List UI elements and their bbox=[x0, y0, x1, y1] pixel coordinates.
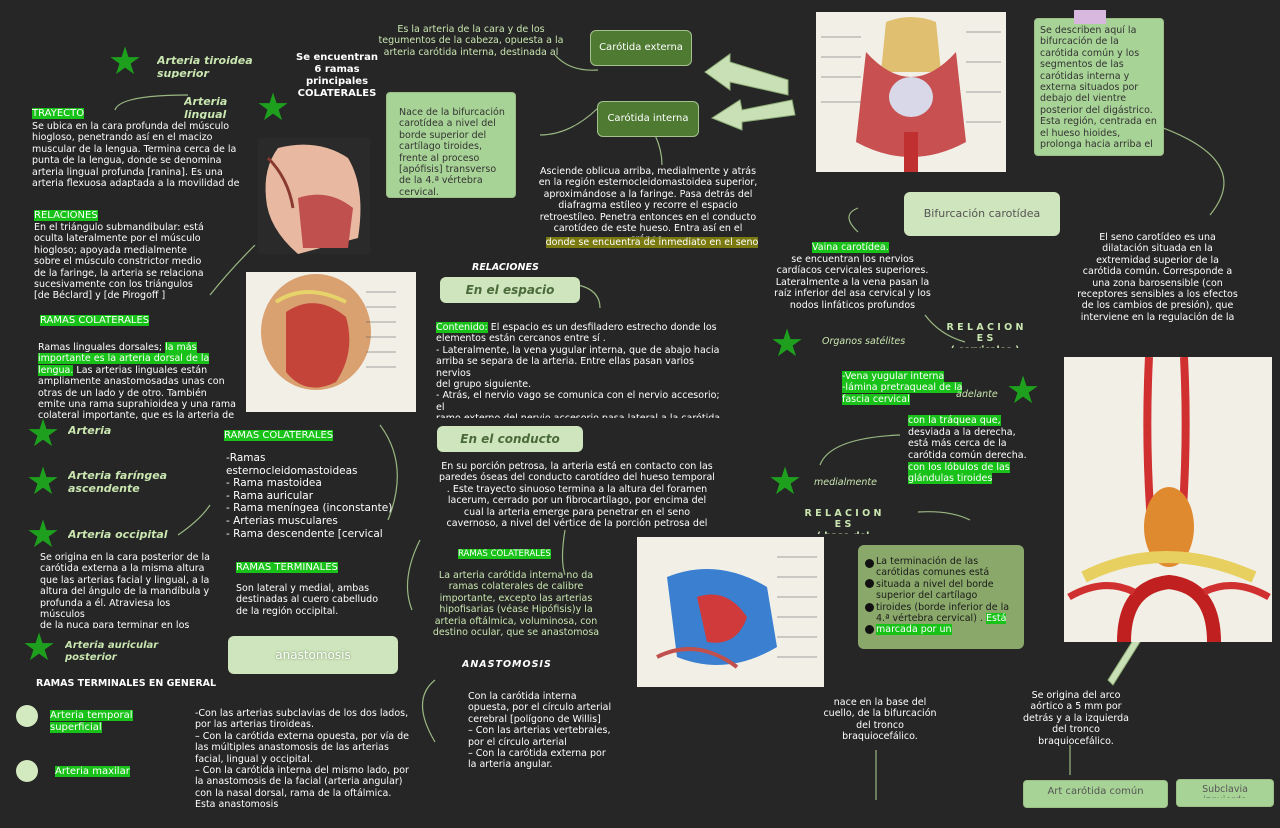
ramas-terminales-general: RAMAS TERMINALES EN GENERAL bbox=[36, 678, 217, 689]
relaciones-center: RELACIONES bbox=[472, 262, 539, 273]
nace-base-text: nace en la base del cuello, de la bifurc… bbox=[823, 697, 937, 743]
adelante-label: adelante bbox=[956, 389, 998, 400]
se-encuentran-text: Se encuentran 6 ramas principales COLATE… bbox=[296, 52, 378, 96]
arteria-faringea-label: Arteria faríngea ascendente bbox=[68, 469, 168, 496]
neck-arteries-image bbox=[816, 12, 1006, 172]
bullet-dot bbox=[865, 603, 874, 612]
vaina-text: se encuentran los nervios cardíacos cerv… bbox=[774, 254, 931, 311]
arteria-lingual-label: Arteria lingual bbox=[184, 95, 228, 119]
asciende-text: Asciende oblicua arriba, medialmente y a… bbox=[538, 166, 758, 238]
vaina-label: Vaina carotídea. bbox=[812, 242, 889, 253]
espacio-text: Contenido: El espacio es un desfiladero … bbox=[436, 322, 720, 418]
star-icon: ★ bbox=[22, 625, 57, 669]
arteria-maxilar-label: Arteria maxilar bbox=[55, 766, 130, 777]
bullet-dot bbox=[865, 559, 874, 568]
bullet-dot bbox=[865, 579, 874, 588]
arteria-occipital-label: Arteria occipital bbox=[68, 528, 168, 541]
nace-box: Nace de la bifurcación carotídea a nivel… bbox=[386, 92, 516, 198]
ramas-terminales-label: RAMAS TERMINALES bbox=[236, 562, 338, 573]
trayecto-text: Se ubica en la cara profunda del músculo… bbox=[32, 121, 240, 187]
occipital-text: Se origina en la cara posterior de la ca… bbox=[40, 552, 210, 628]
occipital-ramas-col-label: RAMAS COLATERALES bbox=[224, 430, 334, 441]
trayecto-label: TRAYECTO bbox=[32, 108, 85, 119]
ramas-col-center-text: La arteria carótida interna no da ramas … bbox=[432, 570, 600, 638]
arteria-label: Arteria bbox=[68, 424, 112, 437]
bullet-dot bbox=[865, 625, 874, 634]
medial-highlight-2: con los lóbulos de las glándulas tiroide… bbox=[908, 462, 1010, 485]
arteria-auricular-label: Arteria auricular posterior bbox=[65, 640, 159, 663]
subclavia-pill: Subclavia izquierda bbox=[1176, 779, 1274, 807]
cara-text: Es la arteria de la cara y de los tegume… bbox=[378, 24, 564, 58]
ramas-lingual-text: Ramas linguales dorsales; la más importa… bbox=[38, 342, 236, 422]
star-icon: ★ bbox=[26, 512, 61, 556]
star-icon: ★ bbox=[26, 411, 61, 455]
star-icon: ★ bbox=[768, 459, 803, 503]
star-icon: ★ bbox=[1006, 368, 1041, 412]
carotida-externa-pill: Carótida externa bbox=[590, 30, 692, 66]
occipital-ramas-list: -Ramas esternocleidomastoideas - Rama ma… bbox=[226, 452, 393, 540]
terminacion-text: La terminación de las carótidas comunes … bbox=[876, 556, 1010, 636]
relaciones-cervicales: R E L A C I O N E S ( cervicales ) bbox=[946, 322, 1024, 348]
star-icon: ★ bbox=[256, 85, 291, 129]
face-muscles-image bbox=[246, 272, 416, 412]
arteria-tiroidea-label: Arteria tiroidea superior bbox=[157, 54, 253, 78]
anastomosis-center-label: ANASTOMOSIS bbox=[462, 659, 552, 670]
se-describen-box: Se describen aquí la bifurcación de la c… bbox=[1034, 18, 1164, 156]
bullet-dot bbox=[16, 760, 38, 782]
anastomosis-left-text: -Con las arterias subclavias de los dos … bbox=[195, 708, 409, 811]
seno-text: El seno carotídeo es una dilatación situ… bbox=[1077, 232, 1238, 323]
anastomosis-pill: anastomosis bbox=[228, 636, 398, 674]
star-icon: ★ bbox=[108, 39, 143, 83]
arteria-temporal-label: Arteria temporal superficial bbox=[50, 710, 133, 733]
star-icon: ★ bbox=[770, 321, 805, 365]
vena-yugular-text: -Vena yugular interna -lámina pretraquea… bbox=[842, 371, 963, 405]
ramas-colaterales-label: RAMAS COLATERALES bbox=[40, 315, 150, 326]
se-origina-text: Se origina del arco aórtico a 5 mm por d… bbox=[1022, 690, 1129, 746]
anastomosis-center-text: Con la carótida interna opuesta, por el … bbox=[468, 691, 612, 771]
ramas-col-center-label: RAMAS COLATERALES bbox=[458, 549, 551, 559]
ramas-terminales-text: Son lateral y medial, ambas destinadas a… bbox=[236, 583, 379, 617]
relaciones-base-cuello: R E L A C I O N E S ( base del cuello ) bbox=[804, 508, 882, 534]
organos-satelites: Órganos satélites bbox=[822, 336, 906, 347]
art-carotida-comun-pill: Art carótida común bbox=[1023, 780, 1168, 808]
terminacion-box: La terminación de las carótidas comunes … bbox=[858, 545, 1024, 649]
relaciones-label: RELACIONES bbox=[34, 210, 98, 221]
medial-highlight-1: con la tráquea que, bbox=[908, 415, 1001, 426]
medialmente-label: medialmente bbox=[814, 477, 877, 488]
en-el-conducto-pill: En el conducto bbox=[437, 426, 583, 452]
bifurcacion-pill: Bifurcación carotídea bbox=[904, 192, 1060, 236]
conducto-text: En su porción petrosa, la arteria está e… bbox=[439, 461, 715, 529]
aortic-arch-image bbox=[1064, 357, 1272, 642]
skull-base-image bbox=[637, 537, 824, 687]
star-icon: ★ bbox=[26, 459, 61, 503]
relaciones-text: En el triángulo submandibular: está ocul… bbox=[34, 222, 204, 302]
bullet-dot bbox=[16, 705, 38, 727]
medial-text: desviada a la derecha, está más cerca de… bbox=[908, 427, 1027, 461]
en-el-espacio-pill: En el espacio bbox=[440, 277, 580, 303]
carotida-interna-pill: Carótida interna bbox=[597, 101, 699, 137]
asciende-highlight: donde se encuentra de inmediato en el se… bbox=[545, 237, 759, 248]
head-lingual-image bbox=[258, 138, 370, 254]
tape-decoration bbox=[1074, 10, 1106, 24]
